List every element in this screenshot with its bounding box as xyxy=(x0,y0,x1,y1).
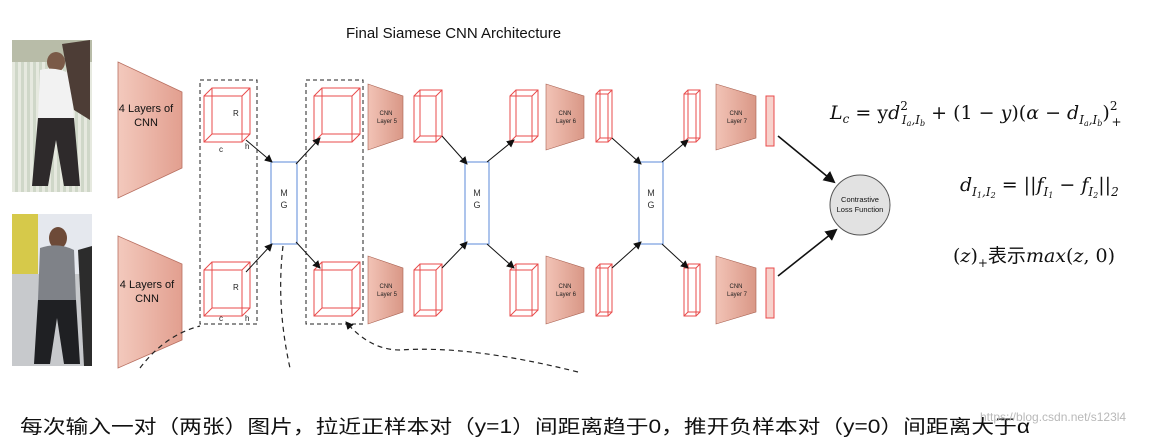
feature-cube-top-1 xyxy=(203,87,251,143)
layer6-bottom-label-1: CNN xyxy=(559,284,572,290)
feature-cube-bottom-4 xyxy=(509,263,539,317)
layer5-top-label-2: Layer 5 xyxy=(377,119,398,125)
dashed-group-right xyxy=(305,79,364,325)
layer5-bottom-label-1: CNN xyxy=(380,284,393,290)
loss-label-1: Contrastive xyxy=(841,195,879,204)
input-image-bottom xyxy=(12,214,92,366)
layer6-top-label-1: CNN xyxy=(559,111,572,117)
feature-cube-bottom-6 xyxy=(683,263,701,317)
cube-top-r-label: R xyxy=(233,109,239,118)
mg-2-label-2: G xyxy=(473,200,480,210)
cnn-block-bottom-label-2: CNN xyxy=(135,293,159,305)
cnn-block-top-label-1: 4 Layers of xyxy=(119,103,174,115)
feature-cube-top-6 xyxy=(683,89,701,143)
layer6-top-label-2: Layer 6 xyxy=(556,119,577,125)
layer7-top-label-2: Layer 7 xyxy=(727,119,748,125)
loss-label-2: Loss Function xyxy=(837,205,884,214)
feature-cube-bottom-3 xyxy=(413,263,443,317)
cnn-layer6-bottom: CNN Layer 6 xyxy=(545,255,585,325)
input-image-top xyxy=(12,40,92,192)
mg-block-2 xyxy=(464,161,490,245)
mg-1-label-1: M xyxy=(280,188,288,198)
equation-relu: (z)+表示max(z, 0) xyxy=(953,245,1115,270)
flow-arrows xyxy=(245,135,838,277)
caption-text: 每次输入一对（两张）图片，拉近正样本对（y=1）间距离趋于0，推开负样本对（y=… xyxy=(20,416,1030,438)
layer6-bottom-label-2: Layer 6 xyxy=(556,292,577,298)
cnn-block-bottom: 4 Layers of CNN xyxy=(117,235,183,369)
cnn-layer7-bottom: CNN Layer 7 xyxy=(715,255,757,325)
cnn-layer5-top: CNN Layer 5 xyxy=(367,83,404,151)
cnn-layer6-top: CNN Layer 6 xyxy=(545,83,585,151)
svg-text:dI1,I2 = ||fI1 − fI2||2: dI1,I2 = ||fI1 − fI2||2 xyxy=(960,174,1119,200)
feature-cube-bottom-1 xyxy=(203,261,251,317)
mg-block-3 xyxy=(638,161,664,245)
cube-top-c-label: c xyxy=(219,145,223,154)
feature-cube-bottom-5 xyxy=(595,263,613,317)
cnn-block-top: 4 Layers of CNN xyxy=(117,61,183,199)
mg-block-1 xyxy=(270,161,298,245)
cube-bottom-c-label: c xyxy=(219,314,223,323)
mg-3-label-2: G xyxy=(647,200,654,210)
feature-cube-top-2 xyxy=(313,87,361,143)
feature-cube-top-4 xyxy=(509,89,539,143)
cube-top-h-label: h xyxy=(245,142,249,151)
dashed-group-left xyxy=(199,79,258,325)
cnn-layer7-top: CNN Layer 7 xyxy=(715,83,757,151)
cnn-block-bottom-label-1: 4 Layers of xyxy=(120,279,175,291)
output-vector-top xyxy=(765,95,775,147)
watermark: https://blog.csdn.net/s123l4 xyxy=(980,410,1126,424)
layer5-bottom-label-2: Layer 5 xyxy=(377,292,398,298)
layer7-top-label-1: CNN xyxy=(730,111,743,117)
mg-2-label-1: M xyxy=(473,188,481,198)
cube-bottom-r-label: R xyxy=(233,283,239,292)
diagram-title: Final Siamese CNN Architecture xyxy=(346,25,561,42)
cnn-layer5-bottom: CNN Layer 5 xyxy=(367,255,404,325)
mg-3-label-1: M xyxy=(647,188,655,198)
output-vector-bottom xyxy=(765,267,775,319)
cube-bottom-h-label: h xyxy=(245,314,249,323)
annotation-curves xyxy=(139,245,579,373)
svg-text:(z)+表示max(z, 0): (z)+表示max(z, 0) xyxy=(953,245,1115,270)
layer5-top-label-1: CNN xyxy=(380,111,393,117)
layer7-bottom-label-2: Layer 7 xyxy=(727,292,748,298)
cnn-block-top-label-2: CNN xyxy=(134,117,158,129)
contrastive-loss-node: Contrastive Loss Function xyxy=(829,174,891,236)
feature-cube-top-5 xyxy=(595,89,613,143)
layer7-bottom-label-1: CNN xyxy=(730,284,743,290)
feature-cube-bottom-2 xyxy=(313,261,361,317)
equation-distance: dI1,I2 = ||fI1 − fI2||2 xyxy=(960,174,1119,200)
mg-1-label-2: G xyxy=(280,200,287,210)
feature-cube-top-3 xyxy=(413,89,443,143)
